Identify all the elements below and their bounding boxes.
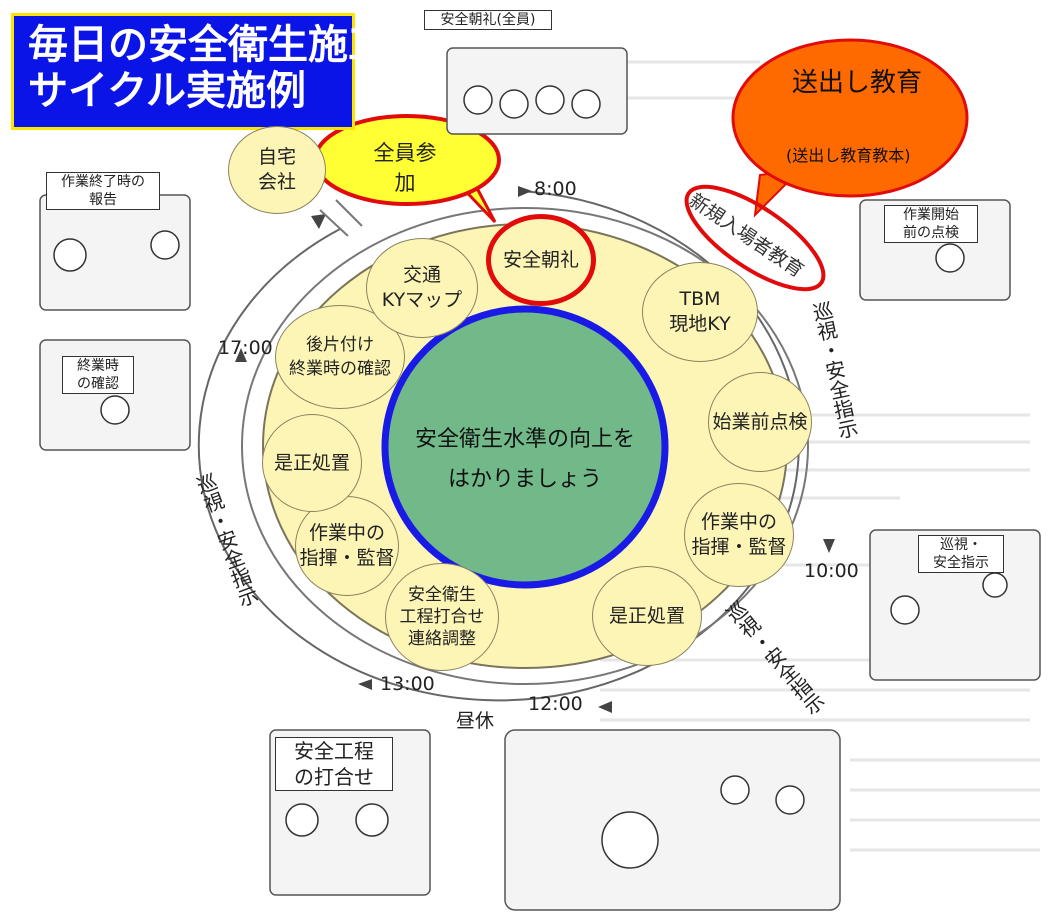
new-entry-oval xyxy=(684,184,826,292)
bubble-morning-meeting: 安全朝礼 xyxy=(486,214,596,306)
cartoon-heads xyxy=(53,85,1008,869)
cleanup-line-2: 終業時の確認 xyxy=(289,359,391,379)
cartoon-caption-left-top: 作業終了時の報告 xyxy=(46,172,160,210)
bubble-supervise-am: 作業中の指揮・監督 xyxy=(684,483,794,587)
supervise-am-line-2: 指揮・監督 xyxy=(691,536,787,558)
start-line-1: 自宅 xyxy=(257,146,296,168)
center-text: 安全衛生水準の向上を はかりましょう xyxy=(395,420,655,500)
send-off-callout-body xyxy=(731,38,969,198)
coordination-line-1: 安全衛生 xyxy=(408,585,476,605)
title-line-2: サイクル実施例 xyxy=(28,68,306,114)
supervise-pm-line-1: 作業中の xyxy=(308,522,385,544)
right-mid-line-2: 安全指示 xyxy=(933,555,989,571)
participate-line-1: 全員参 xyxy=(373,141,437,165)
title-line-1: 毎日の安全衛生施工 xyxy=(28,22,388,68)
morning-meeting-label: 安全朝礼 xyxy=(502,248,579,271)
time-12: 12:00 xyxy=(528,693,583,715)
bottom-left-line-2: の打合せ xyxy=(294,765,374,789)
send-off-title: 送出し教育 xyxy=(792,68,923,98)
left-top-line-2: 報告 xyxy=(89,192,117,208)
bubble-supervise-pm: 作業中の指揮・監督 xyxy=(295,496,399,596)
bubble-correct-pm: 是正処置 xyxy=(262,414,362,512)
center-text-line-1: 安全衛生水準の向上を xyxy=(414,427,635,452)
bubble-correct-am: 是正処置 xyxy=(592,566,702,666)
right-top-line-1: 作業開始 xyxy=(903,207,959,223)
time-17: 17:00 xyxy=(218,337,273,359)
center-circle xyxy=(381,305,669,589)
right-mid-line-1: 巡視・ xyxy=(940,537,982,553)
right-top-line-2: 前の点検 xyxy=(903,225,959,241)
time-8: 8:00 xyxy=(534,178,577,200)
cartoon-caption-right-top: 作業開始前の点検 xyxy=(884,205,978,243)
title-banner: 毎日の安全衛生施工 サイクル実施例 xyxy=(11,13,388,130)
coordination-line-2: 工程打合せ xyxy=(399,607,485,627)
traffic-ky-line-1: 交通 xyxy=(402,264,441,286)
tbm-line-1: TBM xyxy=(679,288,721,310)
send-off-subtitle: (送出し教育教本) xyxy=(786,146,911,165)
bubble-cleanup: 後片付け終業時の確認 xyxy=(275,305,405,409)
lunch-label: 昼休 xyxy=(456,710,495,732)
start-connector xyxy=(319,199,363,237)
left-top-line-1: 作業終了時の xyxy=(61,174,145,190)
cartoon-caption-right-mid: 巡視・安全指示 xyxy=(918,535,1004,573)
coordination-line-3: 連絡調整 xyxy=(408,629,476,649)
bubble-pre-work-check: 始業前点検 xyxy=(708,372,812,472)
cartoon-caption-left-mid: 終業時の確認 xyxy=(62,356,134,394)
left-mid-line-2: の確認 xyxy=(77,376,119,392)
cleanup-line-1: 後片付け xyxy=(306,335,374,355)
participate-callout-text: 全員参 加 xyxy=(350,138,460,198)
bubble-coordination: 安全衛生工程打合せ連絡調整 xyxy=(385,563,499,671)
start-home-office-bubble: 自宅会社 xyxy=(228,126,326,214)
start-line-2: 会社 xyxy=(257,171,296,193)
bubble-tbm-ky: TBM 現地KY xyxy=(642,262,758,362)
supervise-pm-line-2: 指揮・監督 xyxy=(299,547,395,569)
cartoon-caption-bottom-left: 安全工程の打合せ xyxy=(275,737,393,791)
pre-work-check-label: 始業前点検 xyxy=(712,410,808,433)
tbm-line-2: 現地KY xyxy=(669,313,731,335)
correct-am-label: 是正処置 xyxy=(608,604,685,627)
center-text-line-2: はかりましょう xyxy=(447,467,602,492)
cartoon-caption-top: 安全朝礼(全員) xyxy=(424,10,552,30)
left-mid-line-1: 終業時 xyxy=(77,358,119,374)
bubble-traffic-ky: 交通 KYマップ xyxy=(366,238,478,338)
cycle-arrows xyxy=(235,186,835,713)
supervise-am-line-1: 作業中の xyxy=(700,511,777,533)
bottom-left-line-1: 安全工程 xyxy=(294,739,374,763)
traffic-ky-line-2: KYマップ xyxy=(381,289,463,311)
time-10: 10:00 xyxy=(804,560,859,582)
correct-pm-label: 是正処置 xyxy=(273,451,350,474)
time-13: 13:00 xyxy=(380,673,435,695)
participate-line-2: 加 xyxy=(394,171,416,195)
